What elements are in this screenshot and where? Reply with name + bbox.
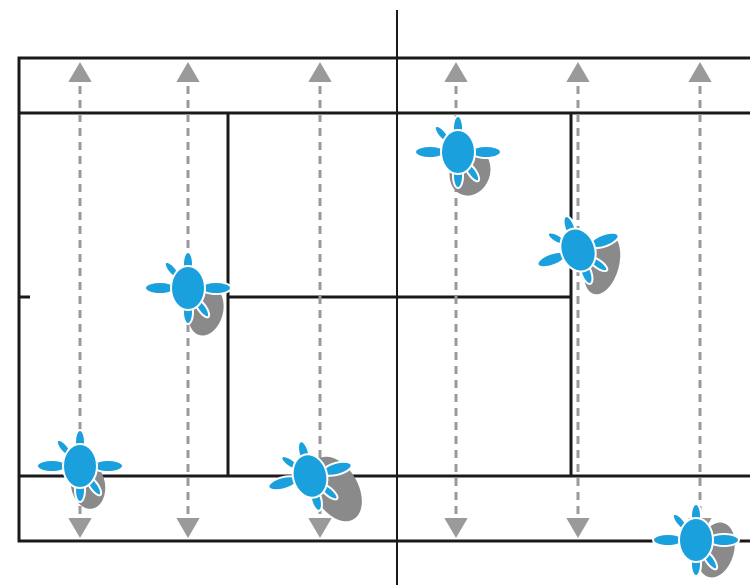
- court-outer-boundary: [17, 56, 750, 543]
- player: [144, 251, 232, 336]
- player-top-view-icon: [36, 429, 124, 503]
- player: [36, 429, 124, 509]
- player: [258, 429, 362, 523]
- player: [652, 503, 740, 578]
- court-lines: [17, 56, 750, 543]
- player: [524, 200, 632, 300]
- player: [414, 115, 502, 196]
- players: [36, 115, 740, 578]
